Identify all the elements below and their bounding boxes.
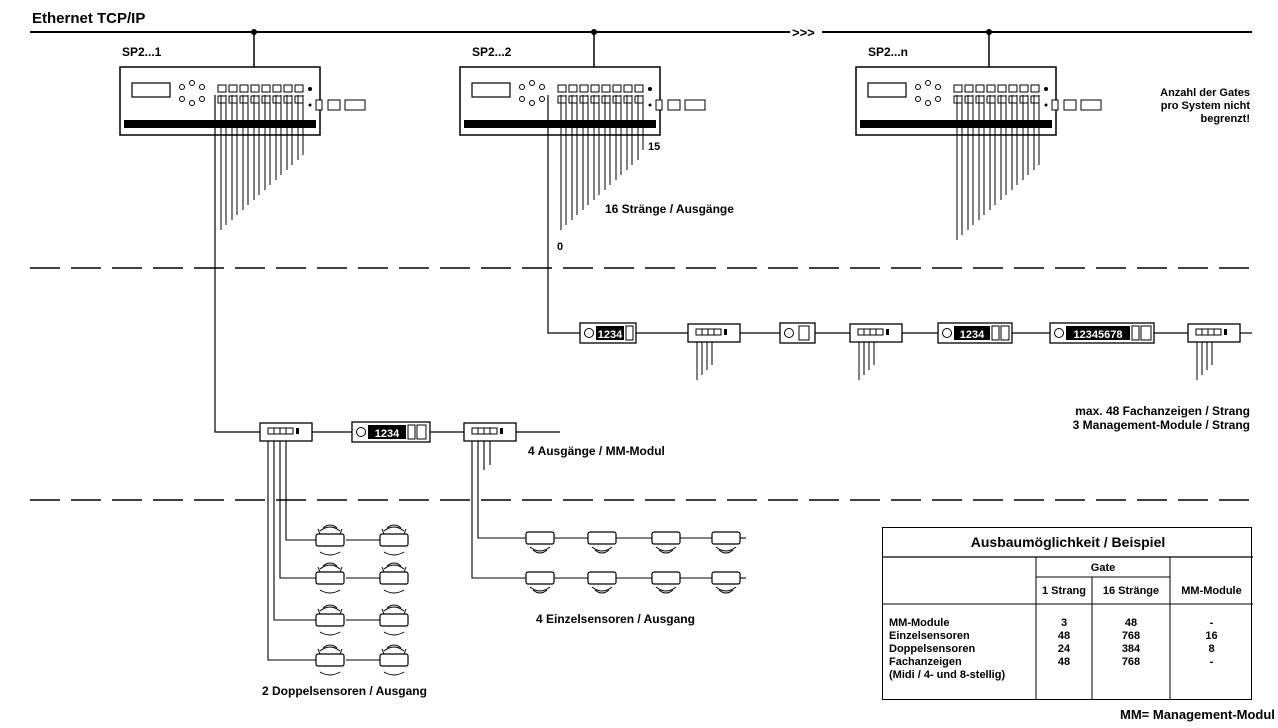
display-blank — [779, 322, 816, 344]
mm-module — [687, 323, 741, 380]
svg-text:begrenzt!: begrenzt! — [1201, 113, 1251, 125]
table-row-label: MM-Module — [889, 617, 950, 629]
single-sensor-wiring — [471, 441, 746, 579]
table-cell: 768 — [1121, 656, 1141, 668]
bus-continuation-arrow: >>> — [792, 25, 815, 40]
svg-text:12345678: 12345678 — [1074, 329, 1123, 341]
legend-note: MM= Management-Modul — [1120, 707, 1275, 722]
gate-1 — [119, 66, 366, 230]
capacity-table: Ausbaumöglichkeit / Beispiel Gate 1 Stra… — [882, 527, 1253, 700]
table-cell: - — [1209, 656, 1214, 668]
table-cell: 16 — [1205, 630, 1218, 642]
table-row-label: Fachanzeigen — [889, 656, 962, 668]
double-sensors-label: 2 Doppelsensoren / Ausgang — [262, 684, 427, 698]
table-cell: 48 — [1124, 617, 1138, 629]
mm-module — [463, 422, 517, 442]
strand-last-index: 15 — [648, 141, 660, 153]
table-cell: 48 — [1057, 656, 1071, 668]
ethernet-bus — [30, 29, 1252, 67]
display-4-digit: 1234 — [579, 322, 637, 344]
table-col-header: MM-Module — [1181, 585, 1242, 597]
svg-text:1234: 1234 — [598, 329, 623, 341]
table-group-header: Gate — [1090, 562, 1116, 574]
strand-limits-note: max. 48 Fachanzeigen / Strang 3 Manageme… — [1073, 404, 1250, 432]
table-cell: 48 — [1057, 630, 1071, 642]
table-title: Ausbaumöglichkeit / Beispiel — [970, 534, 1166, 550]
table-row-label: Einzelsensoren — [889, 630, 970, 642]
gate-2 — [459, 66, 706, 230]
table-cell: 3 — [1060, 617, 1068, 629]
strand-first-index: 0 — [557, 241, 563, 253]
single-sensors — [525, 531, 741, 594]
gate-count-note: Anzahl der Gates pro System nicht begren… — [1160, 87, 1250, 125]
display-4-digit: 1234 — [937, 322, 1013, 344]
table-row-label: Doppelsensoren — [889, 643, 976, 655]
single-sensors-label: 4 Einzelsensoren / Ausgang — [536, 612, 695, 626]
mm-outputs-label: 4 Ausgänge / MM-Modul — [528, 444, 665, 458]
table-footnote: (Midi / 4- und 8-stellig) — [889, 669, 1006, 681]
display-8-digit: 12345678 — [1049, 322, 1155, 344]
table-cell: - — [1209, 617, 1214, 629]
mm-module — [1187, 323, 1241, 380]
table-cell: 384 — [1121, 643, 1141, 655]
double-sensor-wiring — [267, 441, 380, 661]
table-cell: 768 — [1121, 630, 1141, 642]
gate-1-label: SP2...1 — [122, 45, 162, 59]
table-grid — [883, 556, 1253, 700]
svg-text:1234: 1234 — [960, 329, 985, 341]
svg-text:1234: 1234 — [375, 428, 400, 440]
table-col-header: 16 Stränge — [1102, 585, 1160, 597]
svg-text:pro System nicht: pro System nicht — [1161, 100, 1251, 112]
mm-module — [849, 323, 903, 380]
svg-text:Anzahl der Gates: Anzahl der Gates — [1160, 87, 1250, 99]
strands-label: 16 Stränge / Ausgänge — [605, 202, 734, 216]
table-cell: 24 — [1057, 643, 1071, 655]
gate-n — [855, 66, 1102, 240]
strand-line-gate-2 — [547, 95, 1252, 334]
ethernet-title: Ethernet TCP/IP — [32, 10, 145, 27]
table-col-header: 1 Strang — [1041, 585, 1086, 597]
table-cell: 8 — [1208, 643, 1215, 655]
strand-line-gate-1 — [214, 95, 560, 433]
svg-text:3 Management-Module / Strang: 3 Management-Module / Strang — [1073, 418, 1250, 432]
gate-2-label: SP2...2 — [472, 45, 512, 59]
double-sensors — [315, 524, 409, 676]
display-4-digit: 1234 — [351, 421, 431, 443]
svg-text:max. 48 Fachanzeigen / Strang: max. 48 Fachanzeigen / Strang — [1075, 404, 1250, 418]
gate-n-label: SP2...n — [868, 45, 908, 59]
mm-module — [259, 422, 313, 442]
